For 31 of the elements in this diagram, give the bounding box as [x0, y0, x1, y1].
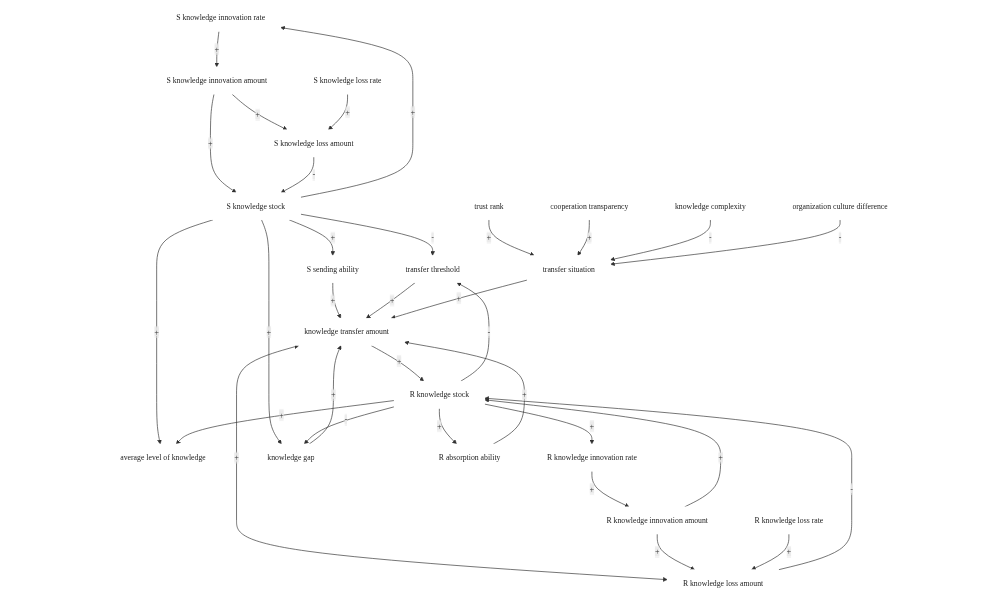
edge-label: + [410, 107, 416, 117]
edge-label: + [522, 390, 527, 399]
edge-label: + [234, 452, 239, 462]
edge-label: - [312, 170, 316, 179]
edge-label: - [838, 233, 842, 242]
edge-label: + [345, 107, 350, 117]
edge-label: + [437, 421, 442, 431]
edge-label: + [589, 484, 595, 494]
edge-label: + [331, 390, 336, 399]
edge-label: - [431, 233, 435, 242]
edge-label: + [330, 233, 336, 242]
edge-label: + [389, 295, 395, 305]
edge-label: + [586, 233, 592, 242]
edge-label: + [255, 110, 260, 119]
edge-label: + [214, 44, 220, 54]
edge-label: + [654, 547, 660, 556]
edge-label: - [850, 484, 854, 494]
edge-label: + [279, 410, 284, 420]
edge-label: + [589, 421, 595, 431]
edge-label: + [208, 138, 213, 148]
edge-label: + [266, 327, 272, 337]
edge-label: + [396, 356, 402, 366]
edge-label: + [456, 293, 462, 303]
edge-label: + [154, 327, 159, 337]
edge-label: + [786, 547, 792, 556]
edge-label: + [330, 295, 336, 305]
edge-label: + [486, 233, 492, 242]
edge-label: + [718, 452, 723, 462]
edge-label: - [487, 327, 491, 337]
edge-label: - [344, 415, 348, 424]
edge-label: - [709, 233, 712, 242]
